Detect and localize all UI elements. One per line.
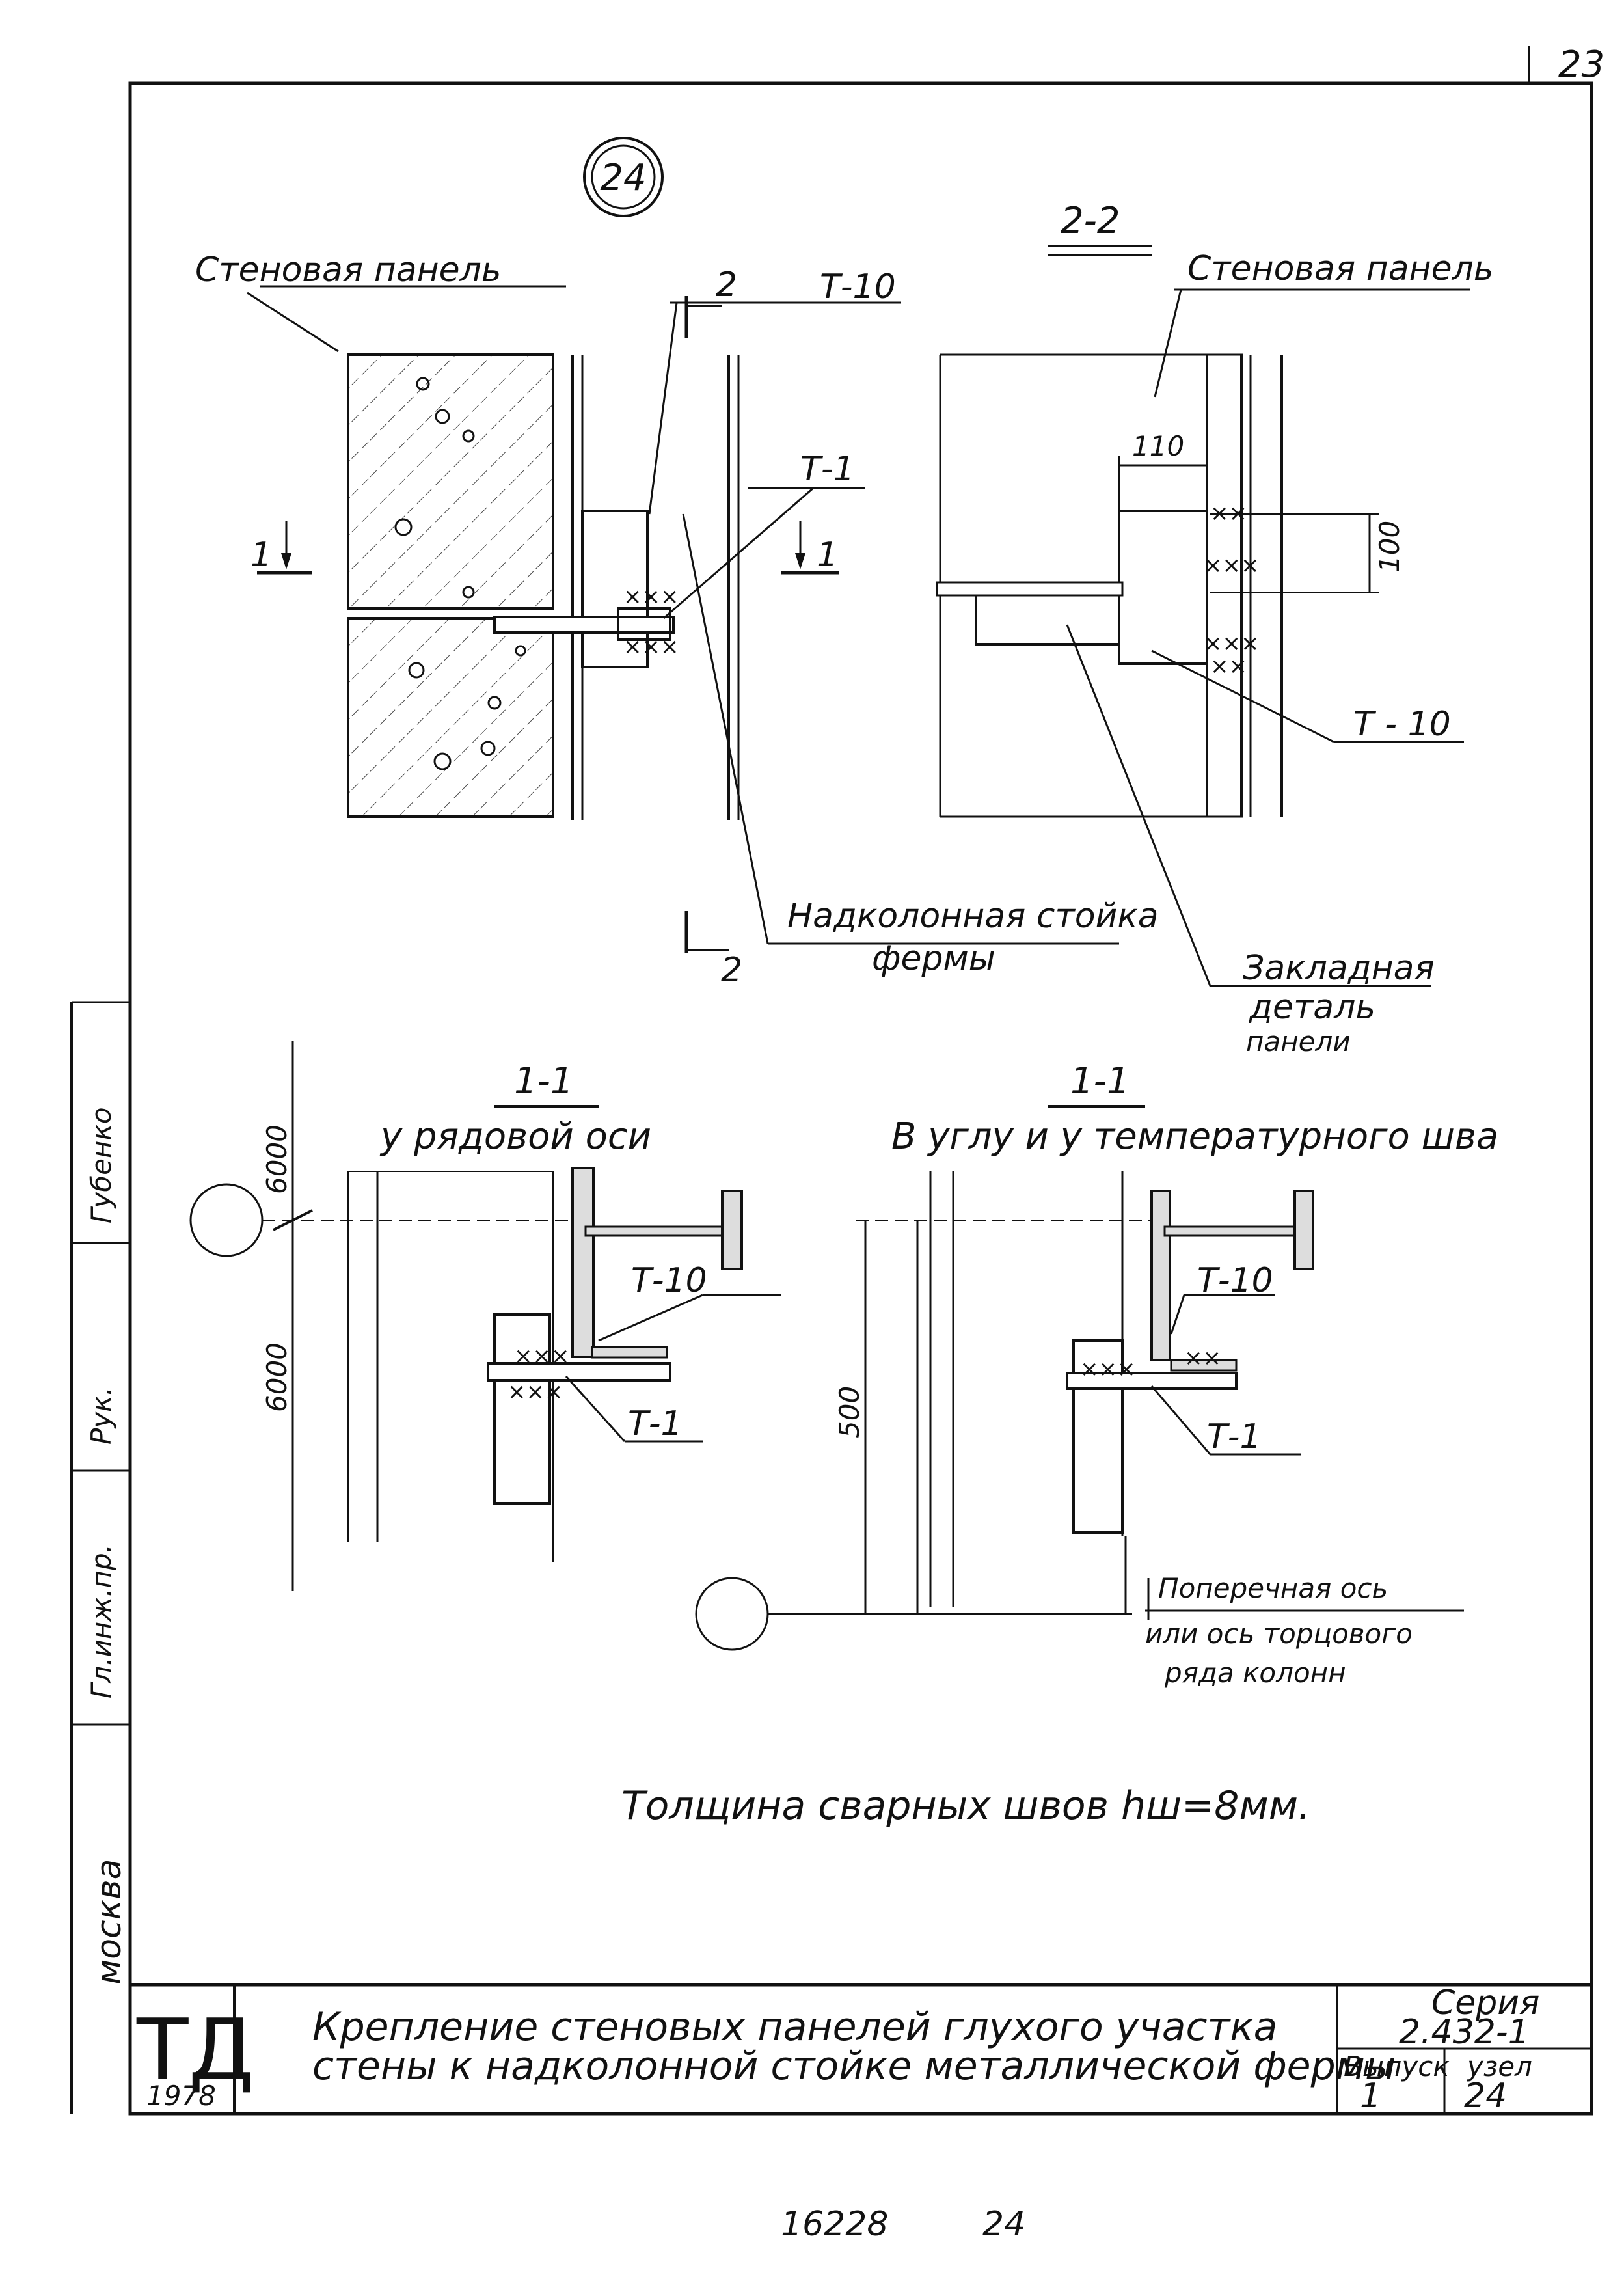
wall-panel-lower xyxy=(347,617,554,818)
label-transverse-2: или ось торцового xyxy=(1145,1618,1413,1650)
dim-6000-b: 6000 xyxy=(261,1343,293,1412)
axis-marker-a xyxy=(189,1183,264,1257)
svg-text:×××: ××× xyxy=(1080,1356,1135,1382)
node-label: узел xyxy=(1466,2051,1532,2082)
label-node-badge: 24 xyxy=(600,157,646,199)
svg-text:×××: ××× xyxy=(623,584,679,610)
label-column-post-1: Надколонная стойка xyxy=(787,897,1159,936)
issue-label: Выпуск xyxy=(1344,2051,1450,2082)
wall-panel-upper xyxy=(347,353,554,610)
sheet-frame xyxy=(128,81,1593,2116)
section-a-title: 1-1 xyxy=(514,1060,573,1102)
svg-text:×××: ××× xyxy=(1204,631,1259,657)
dim-500: 500 xyxy=(833,1386,865,1438)
label-column-post-2: фермы xyxy=(872,939,995,978)
sidebar-stamp-1: Губенко xyxy=(85,1107,117,1223)
node-value: 24 xyxy=(1464,2077,1507,2116)
sidebar-stamp: Губенко Рук. Гл.инж.пр. москва xyxy=(70,1001,130,2114)
dim-100: 100 xyxy=(1374,521,1405,573)
t1-rod-section xyxy=(936,581,1124,597)
label-t10-top-right: Т - 10 xyxy=(1353,705,1451,744)
label-embed-2: деталь xyxy=(1249,988,1375,1027)
sidebar-city: москва xyxy=(90,1859,129,1985)
cut-mark-1-right: 1 xyxy=(781,521,839,575)
section-a-subtitle: у рядовой оси xyxy=(379,1115,651,1158)
title-line-1: Крепление стеновых панелей глухого участ… xyxy=(312,2004,1277,2050)
dim-6000-a: 6000 xyxy=(261,1125,293,1194)
label-t10-bottom-left: Т-10 xyxy=(631,1261,707,1300)
sheet-number: 24 xyxy=(982,2205,1025,2244)
svg-text:×××: ××× xyxy=(623,634,679,660)
sidebar-stamp-3: Гл.инж.пр. xyxy=(85,1544,117,1698)
label-transverse-1: Поперечная ось xyxy=(1158,1572,1388,1604)
page-number: 23 xyxy=(1528,44,1604,86)
view-section-2-2: ×× ××× ××× ×× xyxy=(936,353,1464,987)
label-t1-top-left: Т-1 xyxy=(800,450,855,489)
label-labels-cut-mark-1: 1 xyxy=(817,536,838,575)
label-labels-cut-mark-2: 2 xyxy=(721,951,742,990)
label-labels-cut-mark-2: 2 xyxy=(716,266,737,305)
weld-note: Толщина сварных швов hш=8мм. xyxy=(621,1783,1310,1829)
panel-block-a xyxy=(493,1313,551,1505)
label-page-number: 23 xyxy=(1558,44,1604,86)
doc-number: 16228 xyxy=(781,2205,888,2244)
label-wall-panel-left: Стеновая панель xyxy=(195,251,501,290)
logo: ТД xyxy=(136,2000,254,2099)
svg-text:××: ×× xyxy=(1210,653,1247,679)
svg-text:×××: ××× xyxy=(514,1343,569,1369)
label-t10-bottom-right: Т-10 xyxy=(1197,1261,1273,1300)
view-section-1-1-row-axis: ××× ××× xyxy=(189,1041,781,1591)
svg-text:×××: ××× xyxy=(1204,552,1259,579)
t1-rod-elevation xyxy=(493,616,675,634)
node-badge: 24 xyxy=(583,137,664,217)
dim-110: 110 xyxy=(1132,430,1184,462)
view-section-1-1-corner: ××× ×× xyxy=(695,1171,1464,1651)
series-value: 2.432-1 xyxy=(1399,2013,1530,2052)
label-embed-3: панели xyxy=(1246,1026,1351,1057)
t10-plate-section xyxy=(1118,510,1208,665)
view-elevation-left: ××× ××× xyxy=(247,285,1119,945)
series-label: Серия xyxy=(1431,1983,1539,2023)
axis-marker-b xyxy=(695,1577,769,1651)
label-wall-panel-right: Стеновая панель xyxy=(1187,249,1493,288)
sidebar-stamp-2: Рук. xyxy=(85,1387,117,1445)
label-labels-cut-mark-1: 1 xyxy=(250,536,272,575)
svg-text:××: ×× xyxy=(1184,1345,1221,1371)
title-line-2: стены к надколонной стойке металлической… xyxy=(312,2043,1396,2089)
label-t10-top-left: Т-10 xyxy=(820,267,896,307)
label-transverse-3: ряда колонн xyxy=(1164,1657,1346,1689)
section-b-title: 1-1 xyxy=(1070,1060,1130,1102)
section-b-subtitle: В углу и у температурного шва xyxy=(891,1115,1498,1158)
cut-mark-2-bottom: 2 xyxy=(684,911,742,990)
cut-mark-1-left: 1 xyxy=(250,521,312,575)
label-t1-bottom-right: Т-1 xyxy=(1207,1417,1262,1456)
svg-text:×××: ××× xyxy=(508,1379,563,1405)
year: 1978 xyxy=(146,2080,216,2112)
title-block xyxy=(130,1983,1591,2114)
issue-value: 1 xyxy=(1360,2077,1381,2116)
cut-mark-2-top: 2 xyxy=(684,266,737,338)
label-embed-1: Закладная xyxy=(1243,949,1435,988)
section-2-2-title: 2-2 xyxy=(1061,200,1120,242)
label-t1-bottom-left: Т-1 xyxy=(628,1404,683,1443)
